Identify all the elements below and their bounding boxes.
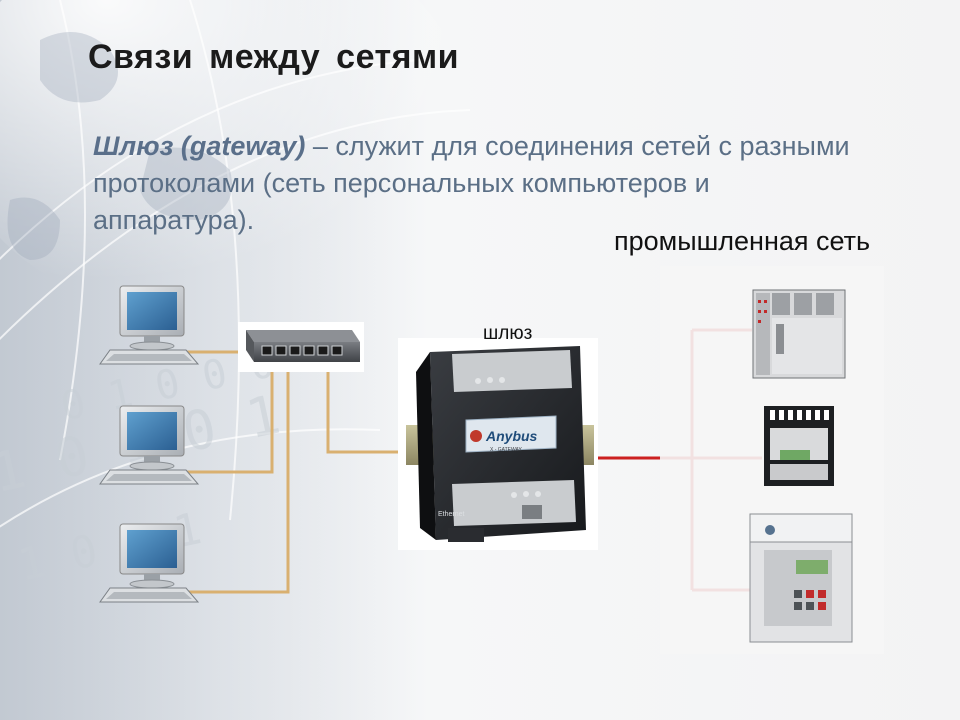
gateway-label: шлюз xyxy=(483,323,533,344)
industrial-network-label: промышленная сеть xyxy=(614,226,871,256)
gateway-definition: Шлюз (gateway) – служит для соединения с… xyxy=(93,128,853,239)
gateway-subtitle-text: X - GATEWAY xyxy=(490,447,523,453)
cabinet-icon xyxy=(749,513,853,643)
definition-text: – служит для соединения сетей с разными … xyxy=(93,131,850,235)
pc-icon xyxy=(99,285,200,365)
switch-icon xyxy=(238,322,364,372)
gateway-port-label: Ethernet xyxy=(438,511,465,518)
pc-icon xyxy=(99,523,200,603)
ethernet-cables xyxy=(180,350,412,594)
controller-icon xyxy=(764,406,834,486)
gateway-brand-text: Anybus xyxy=(485,428,538,444)
plc-icon xyxy=(752,289,846,379)
definition-term: Шлюз (gateway) xyxy=(93,131,306,161)
gateway-device-icon: Anybus X - GATEWAY Ethernet xyxy=(398,338,598,550)
slide-title: Связи между сетями xyxy=(88,38,460,76)
pc-icon xyxy=(99,405,200,485)
